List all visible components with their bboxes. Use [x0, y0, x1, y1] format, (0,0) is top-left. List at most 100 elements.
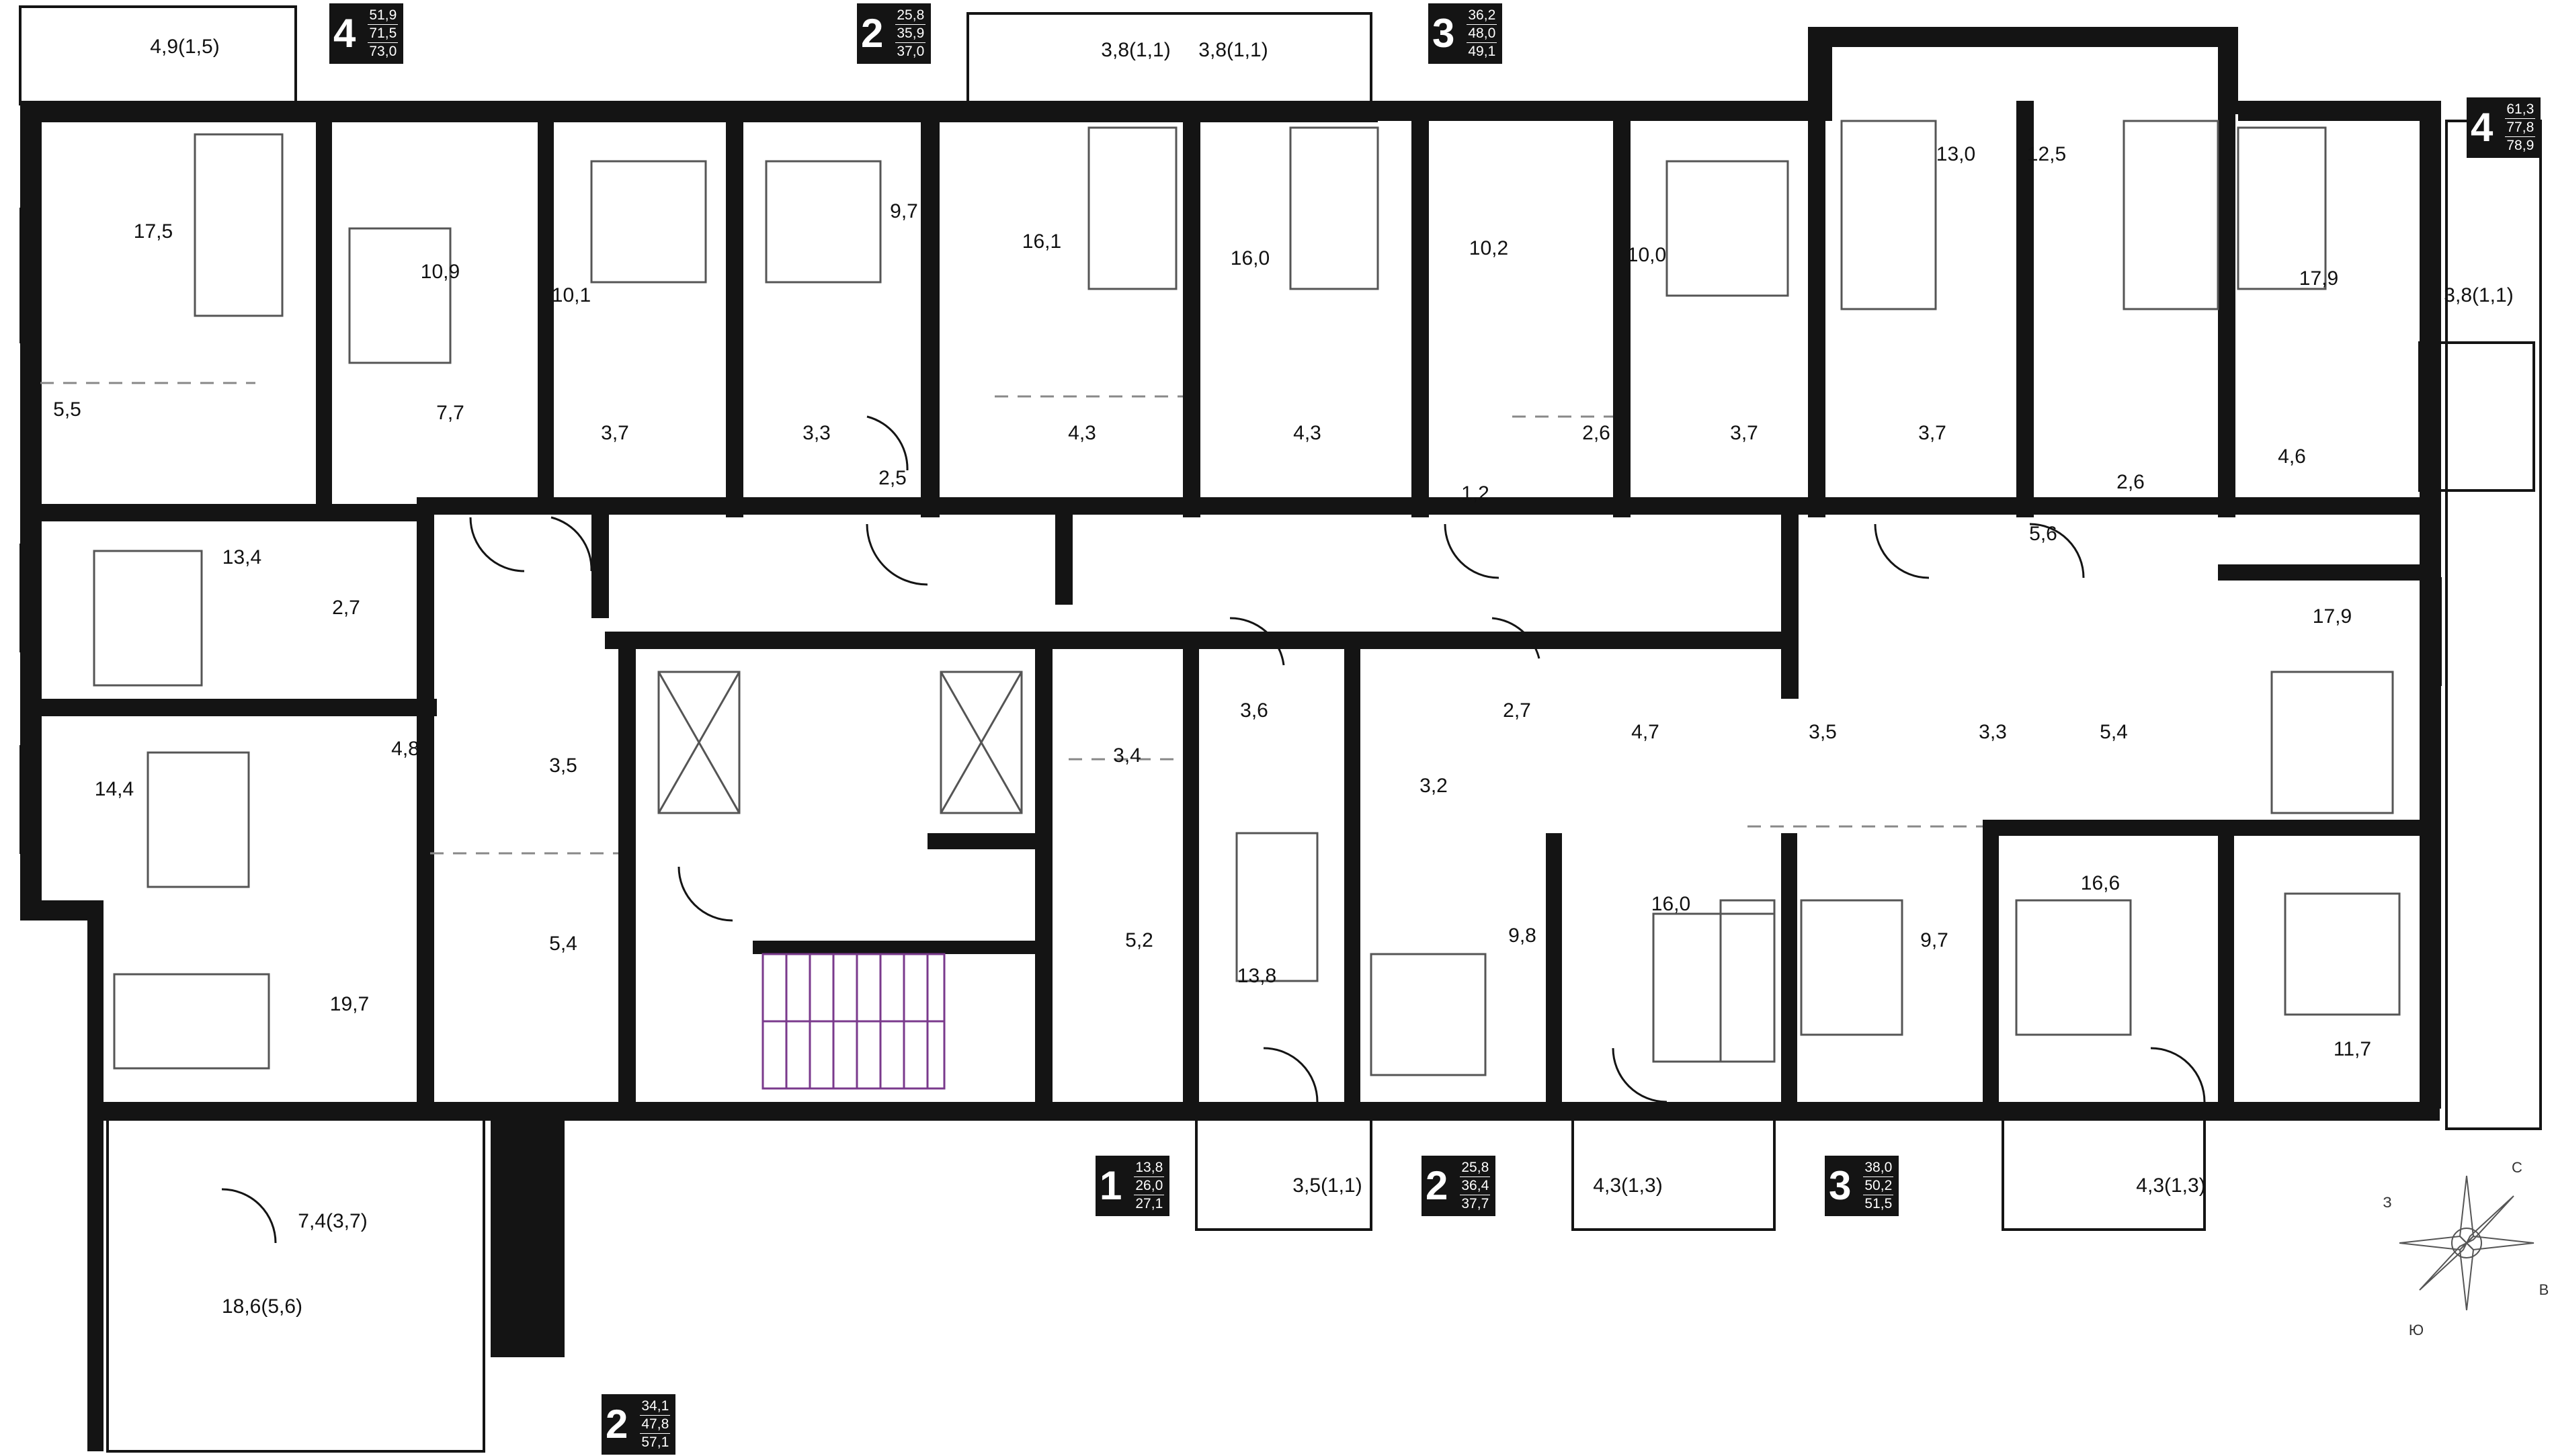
room-area-label: 17,5: [133, 220, 173, 243]
apartment-area-full: 57,1: [641, 1434, 669, 1450]
room-area-label: 18,6(5,6): [221, 1295, 303, 1318]
apartment-area-full: 51,5: [1864, 1196, 1893, 1211]
room-area-label: 16,0: [1230, 247, 1270, 269]
room-area-label: 3,5: [549, 755, 577, 777]
doors: [221, 415, 2206, 1244]
balconies: [19, 5, 2542, 1453]
room-area-label: 9,8: [1508, 925, 1536, 947]
apartment-room-count: 2: [1426, 1163, 1448, 1208]
room-area-label: 3,3: [802, 422, 831, 444]
room-area-label: 3,5: [1809, 721, 1837, 743]
apartment-area-total: 50,2: [1863, 1177, 1894, 1195]
staircase: [761, 953, 946, 1090]
room-area-label: 2,6: [2116, 471, 2145, 493]
apartment-room-count: 1: [1100, 1163, 1122, 1208]
apartment-area-total: 36,4: [1460, 1177, 1491, 1195]
room-area-label: 10,9: [420, 261, 460, 283]
apartment-area-full: 49,1: [1468, 44, 1496, 59]
compass-east: В: [2539, 1281, 2549, 1298]
room-area-label: 9,7: [890, 200, 918, 222]
windows: [19, 101, 2442, 1114]
room-area-label: 3,3: [1979, 721, 2007, 743]
apartment-area-total: 77,8: [2505, 119, 2536, 137]
apartment-room-count: 3: [1829, 1163, 1852, 1208]
room-area-label: 4,9(1,5): [150, 36, 220, 58]
compass-west: З: [2383, 1194, 2392, 1211]
room-area-label: 5,5: [53, 398, 81, 421]
room-area-label: 13,8: [1237, 965, 1277, 987]
room-area-label: 3,8(1,1): [1198, 39, 1268, 61]
lift-cabins: [657, 671, 1023, 814]
room-area-label: 4,3: [1293, 422, 1321, 444]
room-area-label: 13,0: [1936, 143, 1976, 165]
room-area-label: 3,6: [1240, 699, 1268, 722]
apartment-area-full: 37,7: [1461, 1196, 1489, 1211]
room-area-label: 10,0: [1626, 244, 1667, 266]
room-area-label: 4,7: [1631, 721, 1659, 743]
apartment-area-total: 35,9: [895, 25, 926, 43]
room-area-label: 1,2: [1461, 482, 1489, 505]
room-area-label: 19,7: [329, 993, 370, 1015]
room-area-label: 12,5: [2026, 143, 2067, 165]
room-area-label: 2,7: [1503, 699, 1531, 722]
room-area-label: 5,2: [1125, 929, 1153, 951]
room-area-label: 3,7: [1918, 422, 1946, 444]
room-area-label: 14,4: [94, 778, 134, 800]
room-area-label: 3,8(1,1): [2444, 284, 2514, 306]
room-area-label: 16,1: [1022, 230, 1062, 253]
apartment-area-total: 71,5: [368, 25, 399, 43]
room-area-label: 16,0: [1651, 893, 1691, 915]
apartment-area-total: 47,8: [640, 1416, 671, 1434]
room-area-label: 3,5(1,1): [1292, 1174, 1362, 1197]
room-area-label: 11,7: [2333, 1038, 2372, 1060]
compass-icon: [2399, 1175, 2535, 1311]
room-area-label: 2,6: [1582, 422, 1610, 444]
apartment-room-count: 4: [2471, 105, 2494, 150]
apartment-area-living: 13,8: [1134, 1159, 1165, 1177]
apartment-room-count: 2: [606, 1402, 628, 1447]
room-area-label: 9,7: [1920, 929, 1948, 951]
apartment-area-living: 36,2: [1467, 7, 1497, 25]
room-area-label: 2,5: [878, 467, 907, 489]
room-area-label: 7,7: [436, 402, 464, 424]
room-area-label: 10,2: [1469, 237, 1509, 259]
room-area-label: 7,4(3,7): [298, 1210, 368, 1232]
room-area-label: 3,7: [1730, 422, 1758, 444]
apartment-area-full: 37,0: [897, 44, 925, 59]
room-area-label: 4,8: [391, 738, 419, 760]
room-area-label: 3,8(1,1): [1101, 39, 1171, 61]
apartment-area-total: 48,0: [1467, 25, 1497, 43]
apartment-room-count: 3: [1432, 11, 1455, 56]
room-area-label: 4,3(1,3): [1593, 1174, 1663, 1197]
walls: [20, 27, 2441, 1451]
compass-south: Ю: [2408, 1322, 2424, 1338]
room-area-label: 2,7: [332, 597, 360, 619]
apartment-room-count: 4: [333, 11, 356, 56]
room-area-label: 17,9: [2312, 605, 2352, 628]
apartment-area-total: 26,0: [1134, 1177, 1165, 1195]
room-area-label: 4,3: [1068, 422, 1096, 444]
compass-rose: С В Ю З: [2379, 1156, 2554, 1338]
apartment-area-living: 38,0: [1863, 1159, 1894, 1177]
compass-north: С: [2512, 1159, 2522, 1176]
room-area-label: 3,7: [601, 422, 629, 444]
apartment-area-living: 25,8: [895, 7, 926, 25]
apartment-area-living: 25,8: [1460, 1159, 1491, 1177]
apartment-area-living: 61,3: [2505, 101, 2536, 119]
apartment-area-full: 27,1: [1135, 1196, 1163, 1211]
apartment-area-living: 34,1: [640, 1398, 671, 1416]
apartment-area-living: 51,9: [368, 7, 399, 25]
room-area-label: 3,2: [1419, 775, 1448, 797]
room-area-label: 4,3(1,3): [2136, 1174, 2206, 1197]
zone-lines: [40, 382, 1983, 855]
room-area-label: 17,9: [2299, 267, 2339, 290]
room-area-label: 5,4: [549, 933, 577, 955]
